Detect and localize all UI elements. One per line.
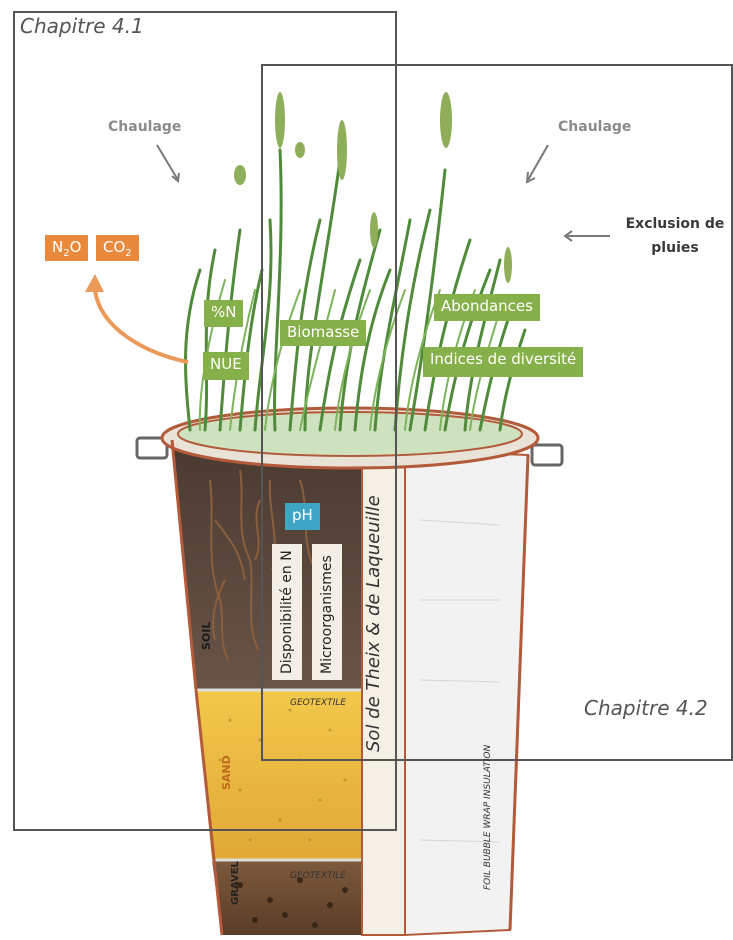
nue-tag: NUE [203, 352, 249, 380]
chaulage-left-label: Chaulage [108, 119, 181, 135]
abondances-tag: Abondances [434, 294, 540, 321]
foil-label: FOIL BUBBLE WRAP INSULATION [483, 745, 493, 890]
soil-label: SOIL [200, 622, 213, 650]
n2o-n: N [52, 238, 63, 256]
arrows [157, 145, 610, 241]
exclusion-line-2: pluies [618, 236, 732, 260]
biomasse-tag: Biomasse [280, 320, 366, 346]
exclusion-pluies-label: Exclusion de pluies [618, 212, 732, 260]
exclusion-line-1: Exclusion de [618, 212, 732, 236]
ph-tag: pH [285, 503, 320, 530]
microorganismes-box: Microorganismes [312, 544, 342, 680]
diversite-tag: Indices de diversité [423, 347, 583, 377]
chaulage-right-label: Chaulage [558, 119, 631, 135]
gravel-label: GRAVEL [230, 860, 241, 905]
disponibilite-label: Disponibilité en N [279, 550, 295, 674]
co2-subscript: 2 [125, 248, 131, 259]
insulation-panel [362, 448, 528, 935]
soil-profile [172, 440, 362, 935]
geotextile-label-2: GEOTEXTILE [290, 871, 346, 881]
disponibilite-box: Disponibilité en N [272, 544, 302, 680]
pct-n-tag: %N [204, 300, 243, 327]
geotextile-label-1: GEOTEXTILE [290, 698, 346, 708]
co2-co: CO [103, 238, 125, 256]
microorganismes-label: Microorganismes [319, 555, 335, 674]
chapter-4-1-label: Chapitre 4.1 [20, 14, 144, 38]
emission-arrow [95, 290, 188, 362]
n2o-o: O [70, 238, 82, 256]
chapter-4-2-label: Chapitre 4.2 [584, 696, 708, 720]
co2-tag: CO2 [96, 235, 139, 261]
n2o-tag: N2O [45, 235, 88, 261]
sand-label: SAND [220, 755, 233, 790]
sol-theix-label: Sol de Theix & de Laqueuille [363, 495, 384, 752]
